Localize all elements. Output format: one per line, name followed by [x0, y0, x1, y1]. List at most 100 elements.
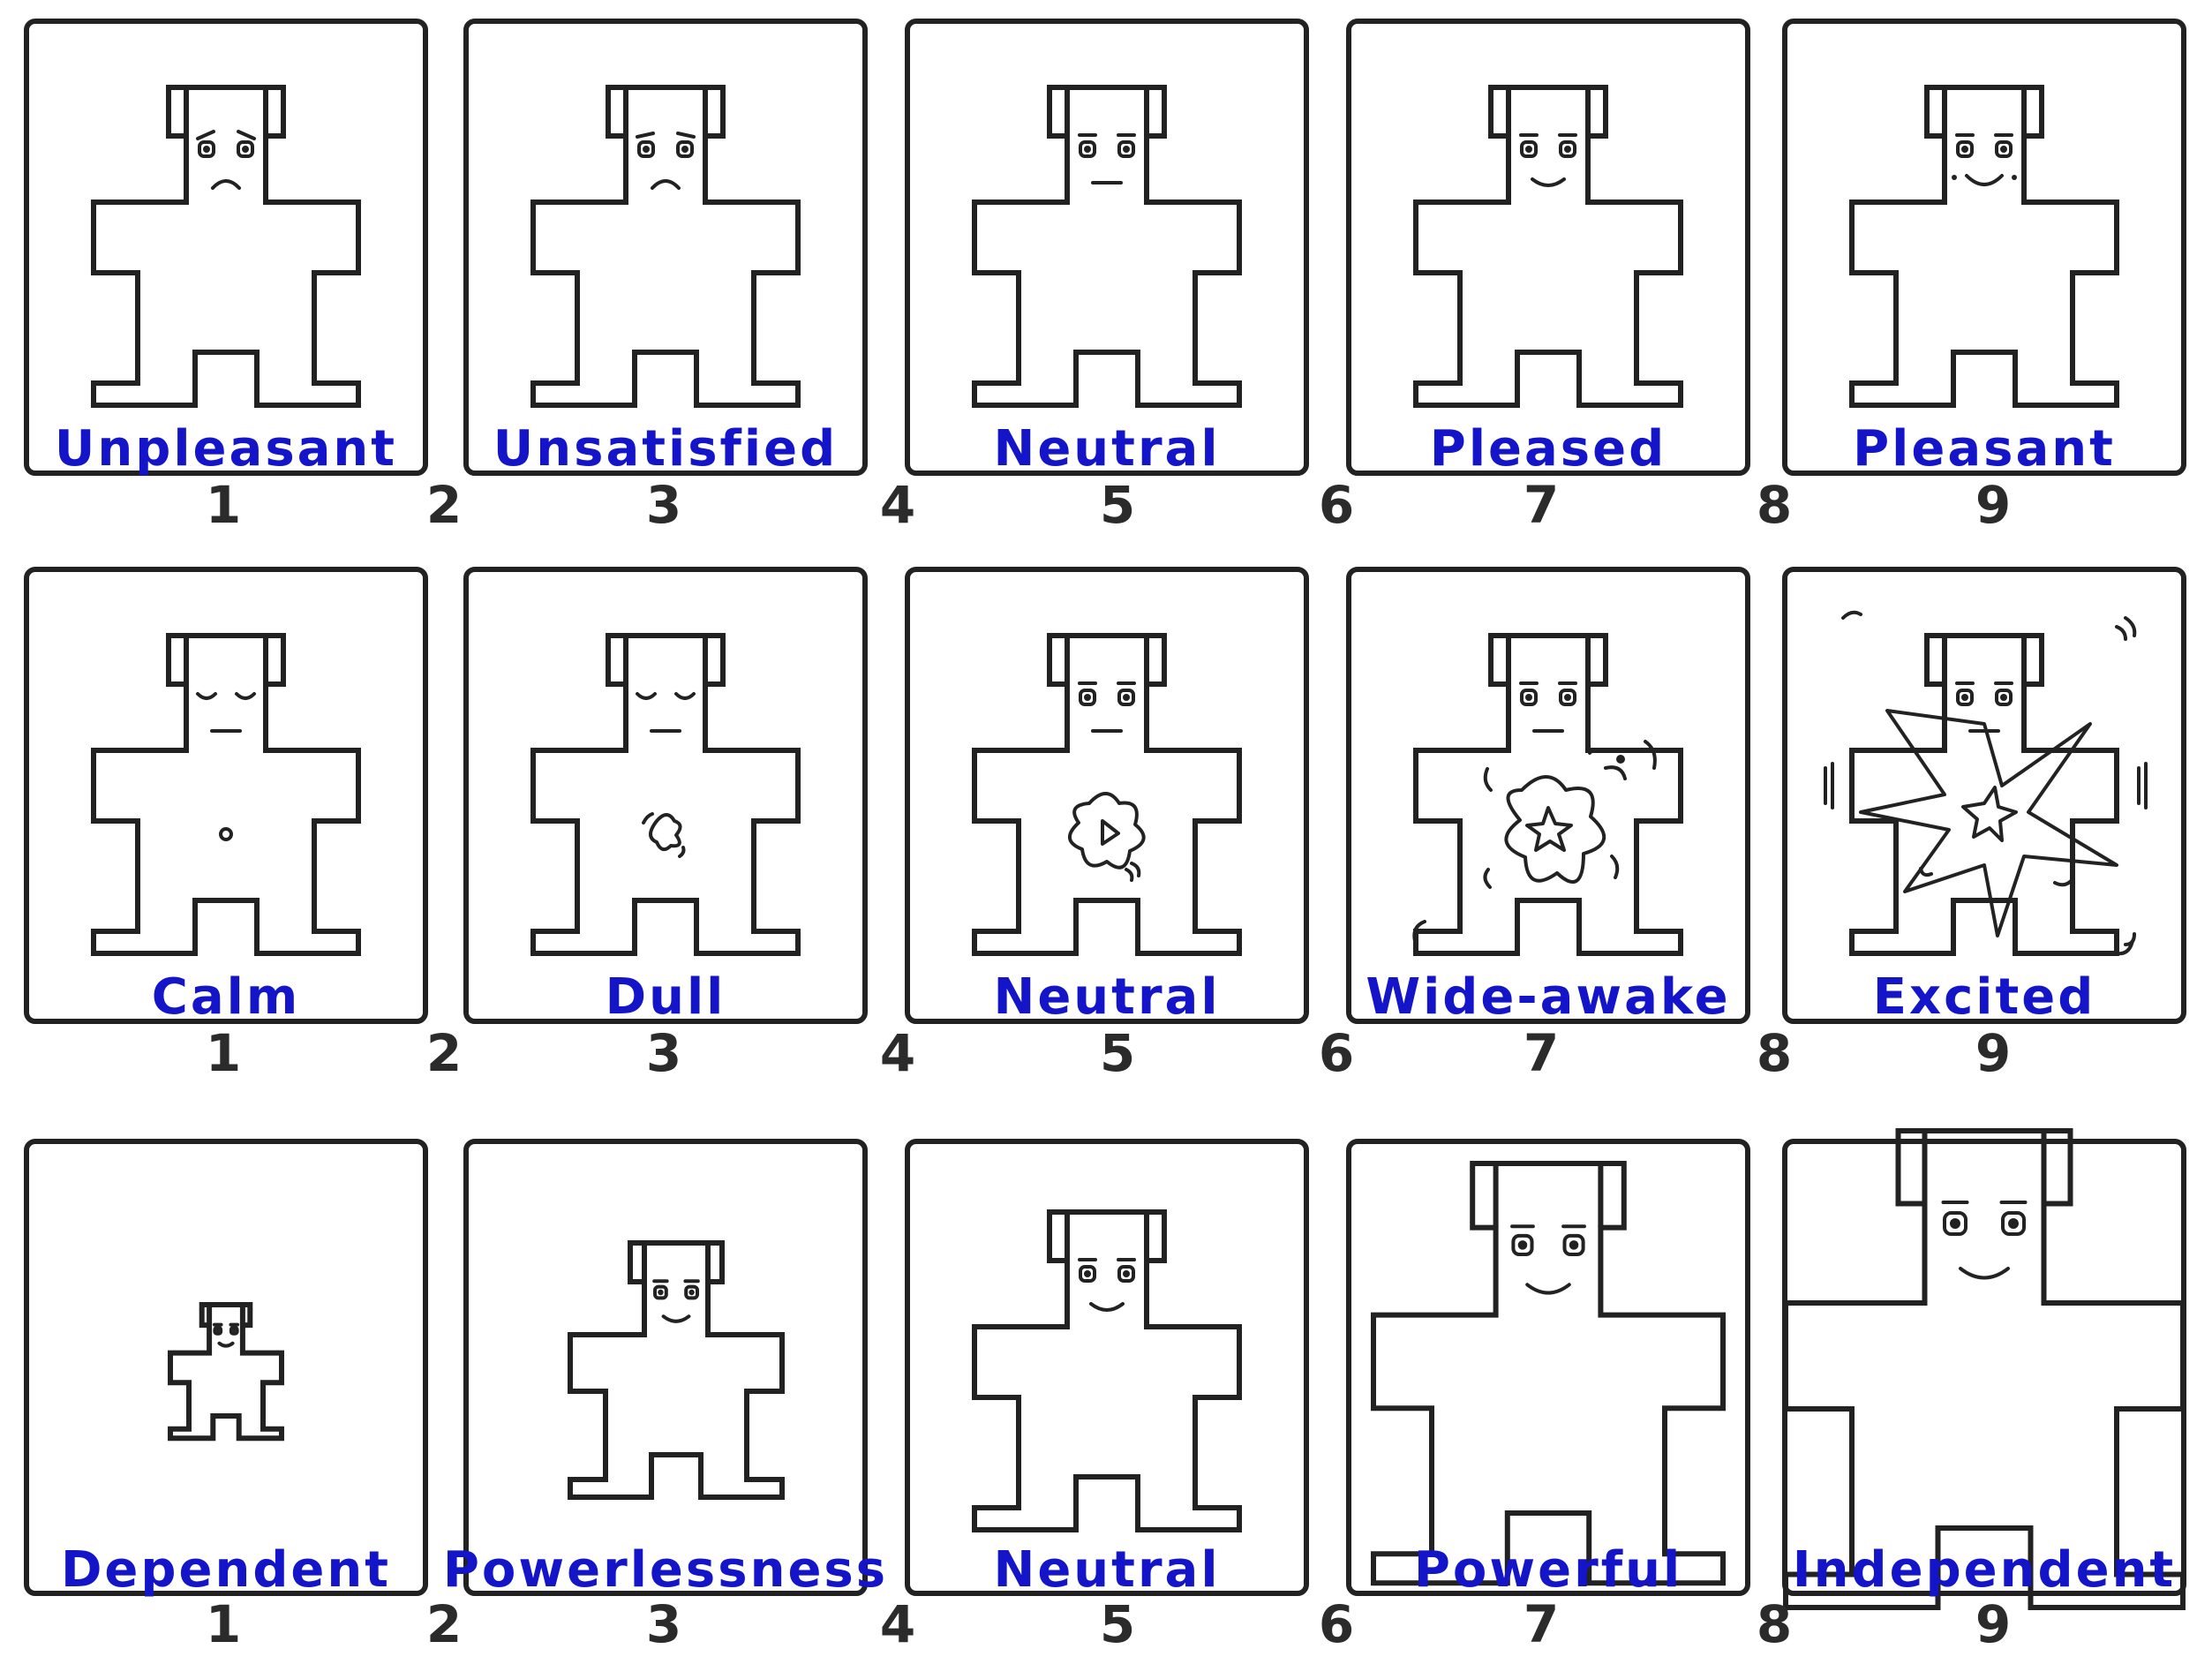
card-frame — [24, 19, 428, 476]
card-frame — [1346, 1139, 1750, 1596]
sam-figure — [530, 85, 801, 408]
sam-figure — [91, 85, 361, 408]
sam-card: Pleasant — [1782, 19, 2186, 478]
sam-card: Pleased — [1346, 19, 1750, 478]
card-label: Unpleasant — [55, 420, 397, 478]
scale-number: 4 — [880, 475, 915, 535]
card-label: Dull — [606, 968, 726, 1026]
sam-figure — [972, 85, 1242, 408]
scale-number: 8 — [1757, 475, 1792, 535]
scale-number: 2 — [426, 1594, 462, 1654]
card-frame — [1782, 19, 2186, 476]
scale-number: 2 — [426, 475, 462, 535]
sam-figure — [1849, 85, 2119, 408]
card-frame — [463, 1139, 868, 1596]
card-label: Dependent — [61, 1541, 391, 1599]
card-label: Excited — [1873, 968, 2096, 1026]
scale-number: 7 — [1524, 475, 1559, 535]
scale-number: 6 — [1319, 1594, 1354, 1654]
scale-number: 4 — [880, 1594, 915, 1654]
figure-outline — [1849, 633, 2119, 956]
scale-number: 4 — [880, 1023, 915, 1083]
sam-figure — [530, 633, 801, 956]
sam-card: Wide-awake — [1346, 567, 1750, 1026]
scale-number: 8 — [1757, 1023, 1792, 1083]
card-frame — [1346, 19, 1750, 476]
scale-number: 9 — [1975, 475, 2011, 535]
figure-outline — [530, 85, 801, 408]
card-frame — [1782, 567, 2186, 1024]
scale-number: 6 — [1319, 475, 1354, 535]
figure-outline — [1783, 1128, 2186, 1610]
card-label: Pleased — [1430, 420, 1667, 478]
sam-figure — [972, 1209, 1242, 1532]
scale-number: 3 — [646, 475, 681, 535]
card-frame — [24, 567, 428, 1024]
sam-card: Unsatisfied — [463, 19, 868, 478]
card-frame — [463, 567, 868, 1024]
scale-number: 6 — [1319, 1023, 1354, 1083]
scale-number: 1 — [206, 475, 241, 535]
scale-number: 8 — [1757, 1594, 1792, 1654]
scale-number: 5 — [1100, 1023, 1135, 1083]
scale-number: 3 — [646, 1594, 681, 1654]
sam-figure — [91, 633, 361, 956]
figure-outline — [567, 1239, 786, 1501]
sam-figure — [567, 1239, 786, 1501]
sam-card: Powerlessness — [443, 1139, 888, 1599]
card-label: Pleasant — [1853, 420, 2116, 478]
card-label: Neutral — [993, 420, 1220, 478]
figure-outline — [972, 1209, 1242, 1532]
card-label: Neutral — [993, 968, 1220, 1026]
sam-figure — [972, 633, 1242, 956]
scale-number: 1 — [206, 1594, 241, 1654]
card-label: Neutral — [993, 1541, 1220, 1599]
sam-card: Dull — [463, 567, 868, 1026]
card-label: Calm — [152, 968, 300, 1026]
scale-number: 3 — [646, 1023, 681, 1083]
card-label: Wide-awake — [1366, 968, 1730, 1026]
figure-outline — [972, 633, 1242, 956]
sam-card: Powerful — [1346, 1139, 1750, 1599]
scale-number: 5 — [1100, 1594, 1135, 1654]
card-label: Independent — [1793, 1541, 2176, 1599]
figure-outline — [1413, 85, 1683, 408]
card-label: Powerlessness — [443, 1541, 888, 1599]
scale-number: 7 — [1524, 1594, 1559, 1654]
sam-card: Dependent — [24, 1139, 428, 1599]
scale-number: 9 — [1975, 1023, 2011, 1083]
card-label: Unsatisfied — [493, 420, 838, 478]
sam-figure — [1413, 85, 1683, 408]
figure-outline — [1371, 1161, 1727, 1586]
scale-number: 9 — [1975, 1594, 2011, 1654]
figure-outline — [91, 85, 361, 408]
sam-card: Neutral — [905, 567, 1309, 1026]
sam-figure — [168, 1302, 285, 1442]
figure-outline — [91, 633, 361, 956]
card-frame — [905, 19, 1309, 476]
sam-card: Independent — [1782, 1128, 2186, 1610]
figure-outline — [1849, 85, 2119, 408]
scale-number: 7 — [1524, 1023, 1559, 1083]
card-label: Powerful — [1414, 1541, 1682, 1599]
sam-card: Neutral — [905, 19, 1309, 478]
scale-number: 5 — [1100, 475, 1135, 535]
scale-number: 2 — [426, 1023, 462, 1083]
sam-card: Unpleasant — [24, 19, 428, 478]
sam-card: Excited — [1782, 567, 2186, 1026]
card-frame — [905, 1139, 1309, 1596]
figure-outline — [1413, 633, 1683, 956]
sam-figure — [1783, 1128, 2186, 1610]
sam-figure — [1824, 610, 2148, 956]
sam-card: Calm — [24, 567, 428, 1026]
card-frame — [1346, 567, 1750, 1024]
card-frame — [24, 1139, 428, 1596]
sam-card: Neutral — [905, 1139, 1309, 1599]
sam-figure — [1412, 633, 1683, 956]
figure-outline — [972, 85, 1242, 408]
card-frame — [463, 19, 868, 476]
figure-outline — [530, 633, 801, 956]
figure-outline — [168, 1302, 285, 1442]
